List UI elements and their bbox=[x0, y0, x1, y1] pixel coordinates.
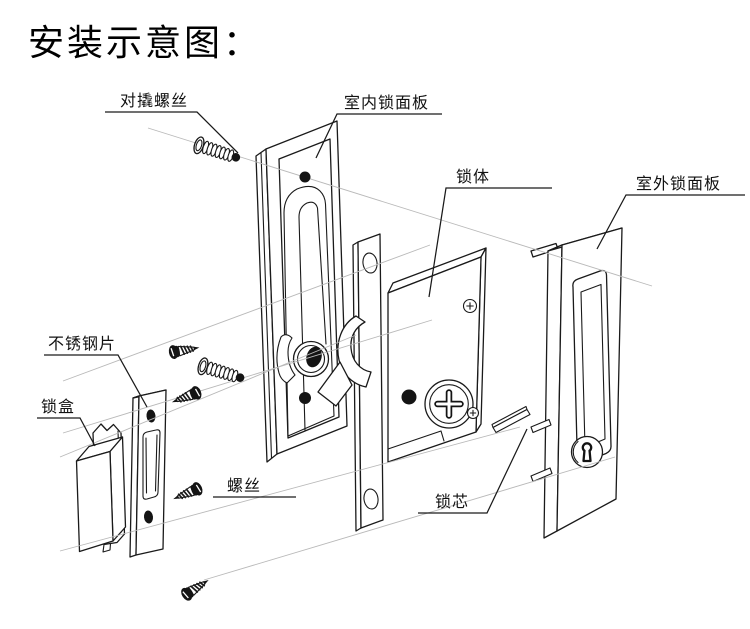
label-outdoor-panel: 室外锁面板 bbox=[636, 175, 721, 193]
label-anti-pry-screw: 对撬螺丝 bbox=[120, 92, 188, 110]
keyhole-icon bbox=[570, 435, 604, 469]
labels: 对撬螺丝 室内锁面板 锁体 室外锁面板 不锈钢片 锁盒 螺丝 锁芯 bbox=[41, 92, 721, 511]
lock-body bbox=[352, 233, 487, 532]
indoor-lock-panel bbox=[255, 120, 348, 463]
label-steel-sheet: 不锈钢片 bbox=[48, 335, 116, 353]
label-lock-body: 锁体 bbox=[456, 168, 490, 186]
case-screw-top-icon bbox=[462, 298, 478, 314]
lock-box bbox=[75, 423, 127, 553]
panel-hole-bottom bbox=[299, 392, 311, 404]
outdoor-lock-panel bbox=[530, 227, 623, 539]
page-title: 安装示意图： bbox=[28, 22, 263, 63]
tapping-screw-3 bbox=[169, 479, 206, 507]
anti-pry-screw-item bbox=[191, 135, 244, 168]
case-screw-bottom-icon bbox=[466, 406, 480, 420]
label-screw: 螺丝 bbox=[227, 477, 261, 495]
label-indoor-panel: 室内锁面板 bbox=[344, 94, 429, 112]
screws-and-holes bbox=[166, 135, 417, 604]
panel-hole-top bbox=[299, 171, 311, 183]
label-lock-cylinder: 锁芯 bbox=[435, 493, 469, 511]
case-hole bbox=[401, 389, 417, 405]
stainless-steel-sheet bbox=[129, 389, 167, 558]
hook-latch bbox=[317, 315, 372, 407]
tapping-screw-4 bbox=[178, 573, 214, 604]
label-leader-lines bbox=[37, 111, 745, 514]
machine-screw-item bbox=[195, 356, 248, 388]
label-lock-box: 锁盒 bbox=[41, 398, 75, 416]
lock-cylinder-bar bbox=[491, 405, 531, 434]
tapping-screw-1 bbox=[166, 339, 202, 361]
